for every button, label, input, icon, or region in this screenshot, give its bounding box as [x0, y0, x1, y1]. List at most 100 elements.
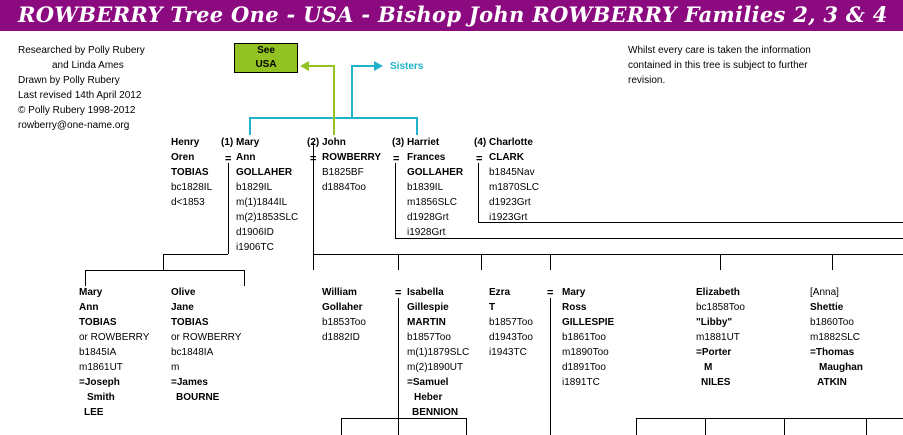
person-line: Isabella [407, 287, 444, 298]
person-line: d1906ID [236, 227, 274, 238]
person-line: m1890Too [562, 347, 609, 358]
person-line: Henry [171, 137, 200, 148]
person-line: bc1828IL [171, 182, 213, 193]
person-line: b1845IA [79, 347, 117, 358]
person-line: GILLESPIE [562, 317, 615, 328]
person-line: Maughan [819, 362, 863, 373]
marriage-symbol: = [393, 153, 400, 165]
person-olive-tobias: Olive Jane TOBIAS or ROWBERRY bc1848IA m… [171, 285, 241, 405]
person-mary-gollaher: (1) Mary Ann GOLLAHER b1829IL m(1)1844IL… [221, 135, 298, 255]
credit-line: Researched by Polly Rubery [18, 45, 145, 56]
person-line: Jane [171, 302, 194, 313]
person-line: b1829IL [236, 182, 273, 193]
person-line: m1882SLC [810, 332, 861, 343]
person-line: b1857Too [489, 317, 533, 328]
person-mary-ann-tobias: Mary Ann TOBIAS or ROWBERRY b1845IA m186… [79, 285, 149, 420]
person-line: bc1858Too [696, 302, 745, 313]
person-line: Frances [407, 152, 446, 163]
credit-line: and Linda Ames [52, 60, 124, 71]
person-line: =Thomas [810, 347, 855, 358]
person-john-rowberry: (2) John ROWBERRY B1825BF d1884Too [307, 135, 381, 195]
person-line: i1923Grt [489, 212, 528, 223]
person-line: m(2)1853SLC [236, 212, 299, 223]
person-line: B1825BF [322, 167, 364, 178]
person-line: GOLLAHER [236, 167, 293, 178]
person-line: m [171, 362, 180, 373]
person-line: d<1853 [171, 197, 205, 208]
person-line: Elizabeth [696, 287, 740, 298]
person-line: T [489, 302, 496, 313]
person-line: b1861Too [562, 332, 606, 343]
person-line: GOLLAHER [407, 167, 464, 178]
person-line: Mary [79, 287, 103, 298]
see-usa-line: See [257, 45, 275, 56]
person-line: i1928Grt [407, 227, 446, 238]
person-line: ATKIN [817, 377, 847, 388]
person-line: BENNION [412, 407, 459, 418]
person-line: Mary [562, 287, 586, 298]
person-line: =Porter [696, 347, 732, 358]
person-line: b1845Nav [489, 167, 535, 178]
person-line: or ROWBERRY [171, 332, 242, 343]
marriage-symbol: = [310, 153, 317, 165]
page-title: ROWBERRY Tree One - USA - Bishop John RO… [18, 2, 888, 27]
person-line: =Samuel [407, 377, 449, 388]
person-line: m(1)1844IL [236, 197, 288, 208]
person-line: LEE [84, 407, 104, 418]
person-line: "Libby" [696, 317, 733, 328]
person-line: Gillespie [407, 302, 449, 313]
see-usa-line: USA [255, 59, 277, 70]
person-line: d1884Too [322, 182, 366, 193]
person-line: TOBIAS [171, 167, 209, 178]
person-line: CLARK [489, 152, 524, 163]
person-line: or ROWBERRY [79, 332, 150, 343]
person-line: d1943Too [489, 332, 533, 343]
person-line: Olive [171, 287, 196, 298]
marriage-symbol: = [225, 153, 232, 165]
person-line: m1861UT [79, 362, 123, 373]
person-line: b1853Too [322, 317, 366, 328]
person-harriet-gollaher: (3) Harriet Frances GOLLAHER b1839IL m18… [392, 135, 463, 240]
disclaimer-line: revision. [628, 75, 666, 86]
person-line: b1860Too [810, 317, 854, 328]
credit-line: Drawn by Polly Rubery [18, 75, 120, 86]
person-line: Gollaher [322, 302, 363, 313]
person-line: i1891TC [562, 377, 600, 388]
person-mary-ross-gillespie: Mary Ross GILLESPIE b1861Too m1890Too d1… [562, 285, 614, 390]
person-line: Ann [236, 152, 256, 163]
person-line: M [704, 362, 713, 373]
person-line: BOURNE [176, 392, 220, 403]
person-line: Heber [414, 392, 443, 403]
title-banner: ROWBERRY Tree One - USA - Bishop John RO… [0, 0, 903, 31]
person-line: (4) Charlotte [474, 137, 533, 148]
see-usa-link[interactable]: See USA [234, 43, 298, 73]
marriage-symbol: = [476, 153, 483, 165]
sisters-arrowhead [374, 61, 383, 71]
person-line: ROWBERRY [322, 152, 382, 163]
person-line: m1870SLC [489, 182, 540, 193]
marriage-symbol: = [547, 287, 554, 299]
person-isabella-martin: Isabella Gillespie MARTIN b1857Too m(1)1… [407, 285, 469, 420]
person-line: Oren [171, 152, 195, 163]
person-line: d1928Grt [407, 212, 449, 223]
disclaimer-block: Whilst every care is taken the informati… [628, 43, 811, 88]
person-line: Shettie [810, 302, 844, 313]
person-line: TOBIAS [79, 317, 117, 328]
person-line: m1881UT [696, 332, 740, 343]
sisters-label[interactable]: Sisters [390, 61, 424, 72]
person-line: d1923Grt [489, 197, 531, 208]
person-line: Ross [562, 302, 587, 313]
person-line: Ezra [489, 287, 511, 298]
credit-line: Last revised 14th April 2012 [18, 90, 142, 101]
usa-connector [307, 65, 335, 135]
person-line: Smith [87, 392, 115, 403]
person-ezra-rowberry: Ezra T b1857Too d1943Too i1943TC [489, 285, 533, 360]
disclaimer-line: contained in this tree is subject to fur… [628, 60, 808, 71]
person-line: MARTIN [407, 317, 446, 328]
credit-line: rowberry@one-name.org [18, 120, 130, 131]
sisters-arrow-line [351, 65, 376, 118]
person-anna-rowberry: [Anna] Shettie b1860Too m1882SLC =Thomas… [810, 285, 863, 390]
person-line: d1891Too [562, 362, 606, 373]
person-line: =Joseph [79, 377, 120, 388]
